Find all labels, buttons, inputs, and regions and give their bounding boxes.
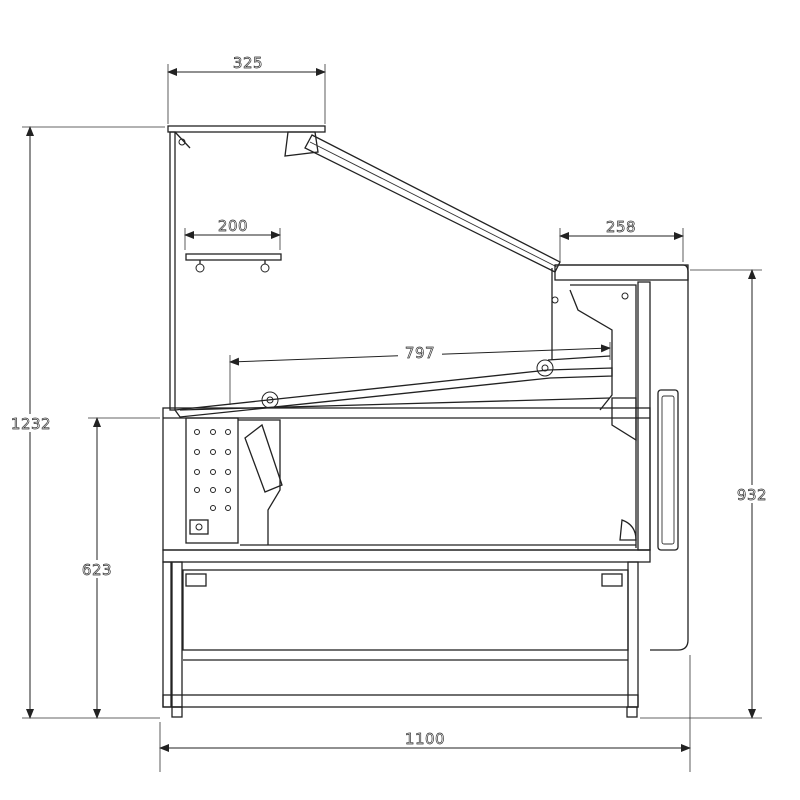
base-plinth — [162, 694, 639, 708]
evaporator-unit — [185, 417, 239, 544]
refrigerated-tank — [162, 407, 651, 551]
evaporator-fan — [244, 423, 283, 493]
rear-side-panel — [555, 264, 689, 651]
front-glass-hinge — [284, 131, 319, 157]
dimension-label: 1100 — [405, 730, 445, 748]
counter-body — [162, 125, 689, 718]
dimension-1232: 1232 — [8, 126, 165, 719]
display-deck — [173, 367, 613, 418]
inner-shelf — [185, 253, 282, 261]
rear-worktop — [554, 264, 689, 281]
dimension-label: 200 — [218, 217, 248, 235]
dimension-797: 797 — [229, 342, 611, 405]
base-front-panel — [182, 569, 629, 651]
adjustable-foot — [171, 706, 183, 718]
adjustable-foot — [626, 706, 638, 718]
rear-glass-panel — [169, 131, 176, 411]
dimension-932: 932 — [640, 269, 772, 719]
dimension-1100: 1100 — [159, 655, 691, 772]
dimension-label: 1232 — [11, 415, 51, 433]
base-frame-top — [162, 549, 651, 563]
dimension-label: 932 — [737, 486, 767, 504]
canopy-bracket — [174, 131, 191, 149]
dimension-label: 325 — [233, 54, 263, 72]
dimension-623: 623 — [78, 417, 160, 719]
dimension-258: 258 — [559, 218, 684, 262]
deck-roller — [536, 359, 554, 377]
dimension-label: 797 — [405, 344, 435, 362]
canopy-fixing — [178, 138, 186, 146]
rear-sliding-door — [657, 389, 679, 551]
dimension-label: 623 — [82, 561, 112, 579]
dimension-label: 258 — [606, 218, 636, 236]
dimension-200: 200 — [184, 217, 281, 250]
evaporator-holes — [194, 429, 231, 511]
dimension-325: 325 — [167, 54, 326, 124]
rear-frame — [637, 281, 651, 551]
top-canopy-shelf — [167, 125, 326, 133]
